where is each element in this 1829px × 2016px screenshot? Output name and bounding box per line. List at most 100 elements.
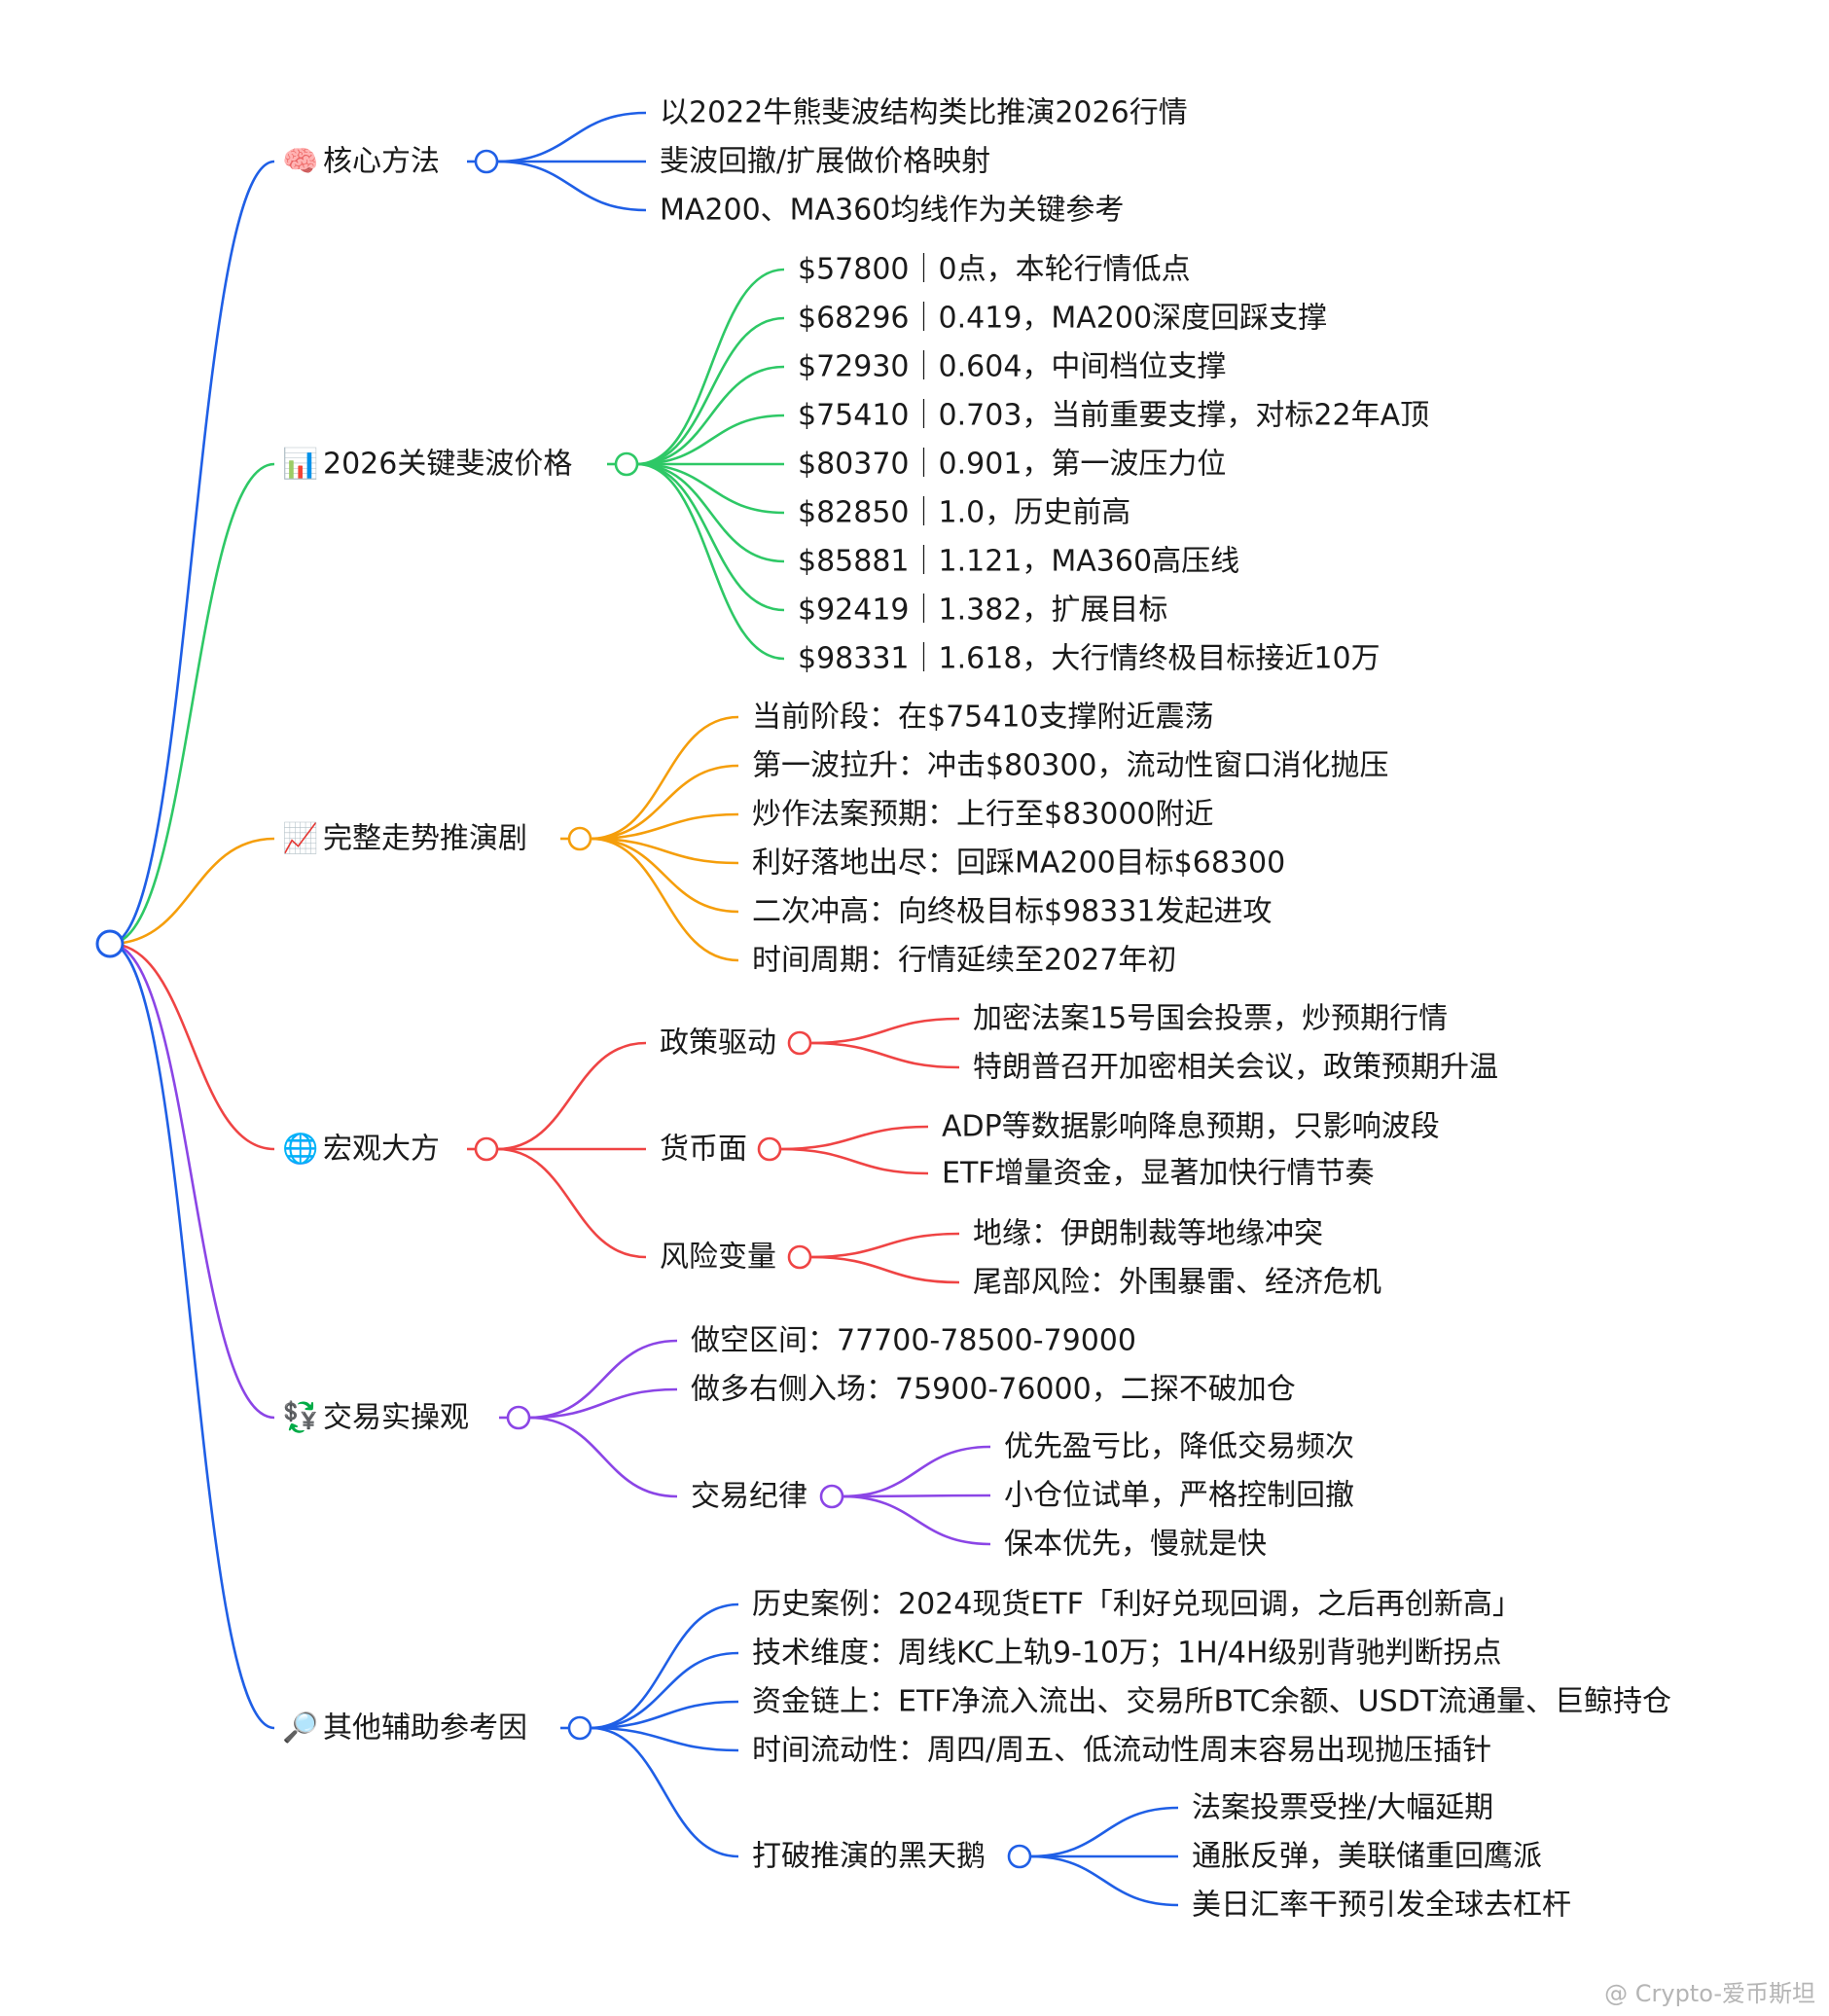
leaf-connector [528,1416,678,1498]
leaf-connector [528,1339,678,1420]
branch-label-macro[interactable]: 宏观大方 [323,1133,440,1167]
branch-label-trend[interactable]: 完整走势推演剧 [323,822,527,856]
branch-connector-trend [109,837,275,946]
branch-connector-macro [109,942,275,1151]
branch-connector-core [109,160,275,946]
leaf-connector [590,837,739,962]
leaf-item: 以2022牛熊斐波结构类比推演2026行情 [660,96,1188,130]
leaf-item: 利好落地出尽：回踩MA200目标$68300 [752,846,1285,881]
leaf-item: 炒作法案预期：上行至$83000附近 [752,798,1214,832]
branch-toggle-core[interactable] [474,149,499,174]
leaf-connector [842,1445,991,1498]
leaf-item: 优先盈亏比，降低交易频次 [1004,1430,1354,1464]
leaf-item: 技术维度：周线KC上轨9-10万；1H/4H级别背驰判断拐点 [752,1637,1501,1671]
sub-branch-label[interactable]: 货币面 [660,1133,747,1167]
leaf-item: 时间流动性：周四/周五、低流动性周末容易出现抛压插针 [752,1734,1491,1768]
branch-label-fib[interactable]: 2026关键斐波价格 [323,448,572,482]
branch-toggle-macro[interactable] [474,1136,499,1162]
leaf-connector [636,365,785,466]
leaf-connector [636,462,785,661]
leaf-connector [590,764,739,841]
leaf-item: 斐波回撤/扩展做价格映射 [660,145,990,179]
leaf-item: 保本优先，慢就是快 [1004,1528,1267,1562]
leaf-item: ADP等数据影响降息预期，只影响波段 [942,1110,1440,1144]
leaf-connector [496,160,647,212]
leaf-item: 加密法案15号国会投票，炒预期行情 [973,1002,1448,1036]
magnifier-icon: 🔎 [282,1709,319,1746]
leaf-connector [590,1700,739,1730]
leaf-connector [779,1147,929,1175]
leaf-connector [496,111,647,163]
branch-connector-other [109,942,275,1730]
globe-icon: 🌐 [282,1132,318,1167]
leaf-connector [528,1387,678,1420]
leaf-item: MA200、MA360均线作为关键参考 [660,194,1124,228]
leaf-connector [590,837,739,865]
branch-connector-trade [109,942,275,1420]
leaf-connector [590,837,739,914]
leaf-item: $80370｜0.901，第一波压力位 [798,448,1226,482]
brain-icon: 🧠 [282,145,318,179]
branch-label-trade[interactable]: 交易实操观 [323,1401,469,1435]
leaf-connector [636,414,785,466]
leaf-connector [842,1494,991,1546]
leaf-item: 地缘：伊朗制裁等地缘冲突 [973,1217,1323,1251]
leaf-connector [809,1255,960,1284]
leaf-item: $82850｜1.0，历史前高 [798,496,1130,530]
sub-branch-toggle[interactable] [1007,1844,1032,1869]
leaf-connector [1029,1854,1179,1907]
leaf-item: 二次冲高：向终极目标$98331发起进攻 [752,895,1273,929]
leaf-item: 尾部风险：外围暴雷、经济危机 [973,1266,1381,1300]
leaf-item: 时间周期：行情延续至2027年初 [752,944,1176,978]
leaf-item: 当前阶段：在$75410支撑附近震荡 [752,701,1214,735]
leaf-connector [636,462,785,515]
trend-chart-icon: 📈 [282,821,318,856]
sub-branch-toggle[interactable] [819,1484,844,1509]
branch-toggle-other[interactable] [567,1715,592,1741]
leaf-item: 美日汇率干预引发全球去杠杆 [1192,1889,1571,1923]
leaf-item: $85881｜1.121，MA360高压线 [798,545,1239,579]
leaf-item: 第一波拉升：冲击$80300，流动性窗口消化抛压 [752,749,1389,783]
branch-label-other[interactable]: 其他辅助参考因 [323,1711,527,1746]
leaf-item: 法案投票受挫/大幅延期 [1192,1791,1493,1825]
sub-branch-toggle[interactable] [787,1244,812,1270]
leaf-item: $72930｜0.604，中间档位支撑 [798,350,1226,384]
leaf-connector [590,715,739,841]
branch-toggle-fib[interactable] [614,451,639,477]
sub-branch-label[interactable]: 打破推演的黑天鹅 [752,1840,986,1874]
leaf-connector [636,462,785,612]
currency-exchange-icon: 💱 [282,1400,318,1435]
leaf-item: 做空区间：77700-78500-79000 [691,1324,1136,1358]
leaf-connector [809,1232,960,1259]
leaf-item: 通胀反弹，美联储重回鹰派 [1192,1840,1542,1874]
leaf-connector [809,1041,960,1069]
sub-branch-toggle[interactable] [757,1136,782,1162]
leaf-connector [590,1726,739,1858]
leaf-item: $92419｜1.382，扩展目标 [798,594,1167,628]
leaf-item: 资金链上：ETF净流入流出、交易所BTC余额、USDT流通量、巨鲸持仓 [752,1685,1671,1719]
branch-toggle-trade[interactable] [506,1405,531,1430]
leaf-connector [590,812,739,841]
leaf-connector [809,1017,960,1045]
sub-branch-label[interactable]: 交易纪律 [691,1480,807,1514]
sub-branch-label[interactable]: 政策驱动 [660,1026,776,1061]
watermark: @ Crypto-爱币斯坦 [1604,1980,1815,2007]
leaf-item: $98331｜1.618，大行情终极目标接近10万 [798,642,1381,676]
leaf-item: 小仓位试单，严格控制回撤 [1004,1479,1354,1513]
leaf-connector [779,1125,929,1151]
leaf-connector [590,1651,739,1730]
root-node[interactable] [95,929,125,958]
leaf-connector [636,268,785,466]
leaf-item: 特朗普召开加密相关会议，政策预期升温 [973,1051,1498,1085]
branch-label-core[interactable]: 核心方法 [323,145,440,179]
leaf-item: $68296｜0.419，MA200深度回踩支撑 [798,302,1327,336]
leaf-connector [590,1602,739,1730]
leaf-connector [636,316,785,466]
branch-toggle-trend[interactable] [567,826,592,851]
leaf-connector [842,1494,991,1498]
sub-branch-label[interactable]: 风险变量 [660,1241,776,1275]
sub-branch-toggle[interactable] [787,1030,812,1056]
leaf-connector [636,462,785,563]
leaf-item: 历史案例：2024现货ETF「利好兑现回调，之后再创新高」 [752,1588,1522,1622]
